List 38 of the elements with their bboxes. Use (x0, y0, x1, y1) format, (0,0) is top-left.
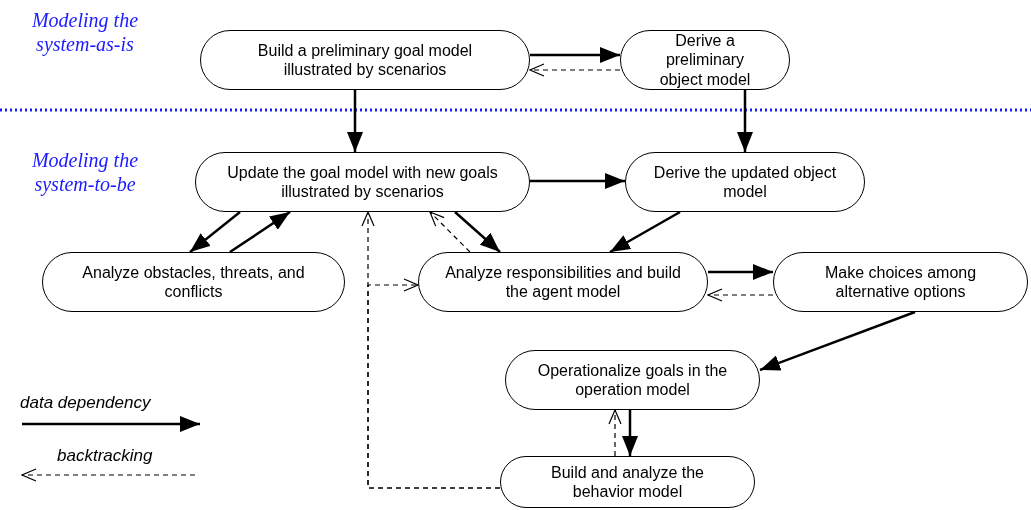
arrow (229, 210, 291, 254)
process-box (195, 152, 530, 212)
process-label: Build a preliminary goal model illustrated by scenarios (256, 40, 474, 80)
process-box (418, 252, 708, 312)
process-box (42, 252, 345, 312)
arrow (622, 410, 638, 456)
process-box (200, 30, 530, 90)
arrow (530, 173, 625, 189)
process-box (773, 252, 1028, 312)
phase-label: Modeling the system-as-is (30, 8, 140, 56)
arrow (189, 211, 241, 253)
arrow (609, 210, 681, 254)
process-box (625, 152, 865, 212)
process-box (505, 350, 760, 410)
arrow (608, 409, 622, 457)
process-label: Derive a preliminary object model (658, 31, 752, 89)
process-box (620, 30, 790, 90)
process-label: Build and analyze the behavior model (550, 462, 705, 502)
legend-label: data dependency (20, 393, 151, 413)
arrow (347, 90, 363, 152)
process-label: Update the goal model with new goals illustrated by scenarios (226, 162, 499, 202)
arrow (454, 211, 501, 253)
arrow (759, 310, 916, 372)
process-label: Derive the updated object model (652, 162, 838, 202)
process-label: Operationalize goals in the operation model (536, 360, 729, 400)
arrow (529, 63, 621, 77)
arrow (429, 211, 471, 253)
arrow (708, 264, 773, 280)
process-label: Analyze obstacles, threats, and conflicts (81, 262, 306, 302)
phase-label: Modeling the system-to-be (30, 148, 140, 196)
process-box (500, 456, 755, 508)
arrow (530, 47, 620, 63)
arrow (737, 90, 753, 152)
process-label: Make choices among alternative options (823, 262, 978, 302)
legend-label: backtracking (57, 446, 153, 466)
arrow (367, 278, 501, 489)
arrow (707, 288, 774, 302)
process-label: Analyze responsibilities and build the agent model (444, 262, 682, 302)
